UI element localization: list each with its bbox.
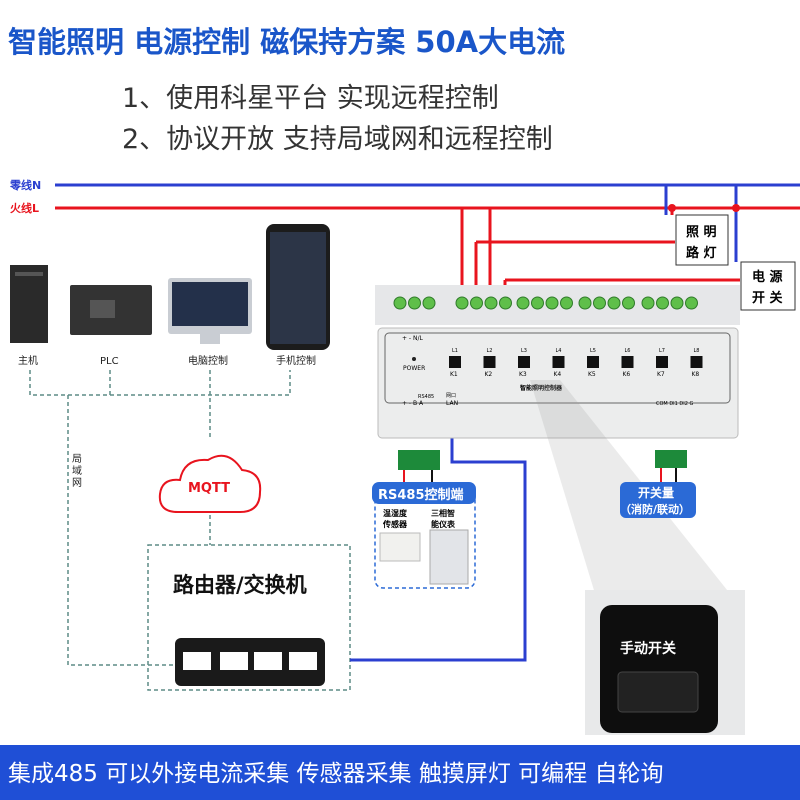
relay-key-label: K4 [554, 371, 562, 378]
di-terminals-label: COM DI1 DI2 G [656, 401, 694, 407]
rs485-label: RS485 [418, 394, 434, 400]
relay-key-label: K3 [519, 371, 527, 378]
switch-input-title: 开关量 [638, 485, 674, 500]
device-label-plc: PLC [100, 356, 119, 367]
screw-terminal [670, 296, 684, 310]
live-label: 火线L [10, 201, 39, 215]
feature-1: 1、使用科星平台 实现远程控制 [122, 83, 499, 114]
device-label-host: 主机 [18, 354, 38, 367]
light-load-label: 照 明 [686, 225, 717, 240]
plc-icon [70, 285, 152, 335]
screw-terminal [484, 296, 498, 310]
power-switch-box [740, 261, 796, 311]
screw-terminal [656, 296, 669, 310]
mqtt-label: MQTT [188, 481, 230, 496]
ethernet-switch-icon [175, 638, 325, 686]
rs485-terminals-label: + - B A [402, 400, 424, 407]
screw-terminal [622, 296, 635, 310]
relay-channel-label: L5 [590, 348, 596, 354]
relay-channel-label: L8 [694, 348, 700, 354]
screw-terminal [455, 296, 469, 310]
footer-text: 集成485 可以外接电流采集 传感器采集 触摸屏灯 可编程 自轮询 [8, 761, 663, 787]
relay-key-button[interactable] [552, 356, 565, 368]
title: 智能照明 电源控制 磁保持方案 50A大电流 [8, 25, 565, 59]
power-switch-label: 电 源 [752, 269, 783, 285]
meter-label: 三相智 [431, 508, 455, 518]
load-wires [460, 208, 740, 298]
cloud-icon [158, 454, 262, 513]
footer-band [0, 745, 800, 800]
rs485-box-title: RS485控制端 [378, 487, 464, 503]
screw-terminal [545, 296, 559, 310]
device-label-phone: 手机控制 [276, 354, 316, 367]
screw-terminal [685, 296, 698, 310]
relay-key-label: K2 [485, 371, 493, 378]
device-label-pc: 电脑控制 [188, 354, 228, 367]
meter-label-2: 能仪表 [431, 519, 456, 529]
lan-port-cn-label: 网口 [446, 393, 456, 399]
monitor-icon [168, 278, 252, 344]
lan-port-label: LAN [446, 400, 458, 407]
relay-key-label: K5 [588, 371, 596, 378]
feature-2: 2、协议开放 支持局域网和远程控制 [122, 124, 553, 155]
desktop-tower-icon [10, 265, 48, 343]
screw-terminal [593, 296, 606, 310]
relay-key-label: K8 [692, 371, 700, 378]
router-box [147, 544, 351, 691]
controller-name: 智能照明控制器 [520, 384, 563, 392]
screw-terminal [607, 296, 621, 310]
lan-label-1: 局 [72, 453, 82, 465]
relay-key-button[interactable] [656, 356, 668, 368]
relay-channel-label: L6 [625, 348, 631, 354]
relay-key-button[interactable] [483, 356, 496, 368]
network-links [29, 370, 291, 666]
relay-key-button[interactable] [518, 356, 530, 368]
lan-label-2: 域 [72, 464, 82, 477]
switch-input-sub: （消防/联动） [620, 502, 690, 516]
relay-channel-label: L1 [452, 348, 458, 354]
screw-terminal [499, 296, 512, 310]
relay-key-button[interactable] [621, 356, 634, 368]
relay-channel-label: L2 [487, 348, 493, 354]
lan-cable [350, 405, 527, 662]
relay-key-button[interactable] [587, 356, 599, 368]
terminal-block [393, 296, 698, 310]
sensor-label: 温湿度 [383, 508, 408, 518]
manual-switch-label: 手动开关 [620, 640, 676, 657]
relay-key-button[interactable] [690, 356, 703, 368]
screw-terminal [531, 296, 544, 310]
relay-key-button[interactable] [449, 356, 461, 368]
screw-terminal [578, 296, 592, 310]
manual-switch-zoom [585, 590, 745, 735]
di-terminal [655, 450, 687, 468]
screw-terminal [641, 296, 655, 310]
neutral-label: 零线N [9, 178, 41, 192]
power-switch-label-2: 开 关 [752, 290, 783, 306]
rs485-terminal [398, 450, 440, 470]
screw-terminal [393, 296, 407, 310]
switch-input-box [620, 482, 696, 518]
screw-terminal [516, 296, 530, 310]
relay-channel-label: L4 [556, 348, 562, 354]
screw-terminal [470, 296, 483, 310]
screw-terminal [560, 296, 573, 310]
sensor-icon [379, 532, 421, 562]
router-label: 路由器/交换机 [173, 573, 307, 597]
relay-channel-label: L7 [659, 348, 665, 354]
relay-key-label: K7 [657, 371, 665, 378]
phone-icon [266, 224, 330, 350]
screw-terminal [422, 296, 436, 310]
light-load-label-2: 路 灯 [686, 245, 717, 261]
relay-key-label: K1 [450, 371, 458, 378]
relay-channel-label: L3 [521, 348, 527, 354]
screw-terminal [408, 296, 421, 310]
sensor-label-2: 传感器 [382, 519, 408, 529]
relay-key-label: K6 [623, 371, 631, 378]
power-terminals-label: + - N/L [402, 335, 424, 342]
meter-icon [429, 529, 469, 585]
light-load-box [675, 214, 729, 266]
lan-label-3: 网 [72, 477, 82, 489]
power-led-label: POWER [403, 365, 425, 372]
